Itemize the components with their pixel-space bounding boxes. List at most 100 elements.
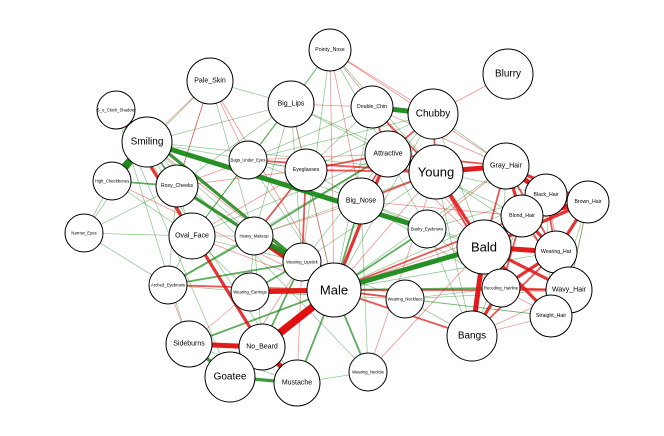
- node-double-chin: Double_Chin: [350, 85, 394, 129]
- node-circle: [284, 148, 328, 192]
- node-label: Double_Chin: [357, 104, 387, 110]
- node-label: Sideburns: [173, 341, 205, 348]
- node-circle: [482, 142, 530, 190]
- node-label: Mustache: [282, 380, 312, 387]
- node-label: Straight_Hair: [536, 313, 567, 319]
- node-circle: [350, 85, 394, 129]
- node-brown-hair: Brown_Hair: [566, 180, 610, 224]
- node-label: Bags_Under_Eyes: [231, 158, 266, 163]
- node-circle: [234, 216, 274, 256]
- node-bags-under-eyes: Bags_Under_Eyes: [228, 140, 268, 180]
- node-label: Smiling: [131, 137, 164, 148]
- node-blond-hair: Blond_Hair: [500, 194, 544, 238]
- node-circle: [408, 144, 464, 200]
- node-label: Male: [320, 283, 348, 298]
- node-mustache: Mustache: [273, 359, 321, 407]
- node-wearing-necktie: Wearing_Necktie: [348, 352, 388, 392]
- node-label: Big_Lips: [278, 101, 305, 108]
- node-heavy-makeup: Heavy_Makeup: [234, 216, 274, 256]
- edge-double_chin-bags_under_eyes: [247, 106, 373, 161]
- node-circle: [306, 262, 362, 318]
- node-circle: [482, 48, 534, 100]
- node-circle: [566, 180, 610, 224]
- node-label: Wearing_Necklace: [387, 297, 423, 302]
- node-straight-hair: Straight_Hair: [529, 294, 573, 338]
- node-circle: [456, 219, 512, 275]
- node-male: Male: [306, 262, 362, 318]
- node-circle: [186, 57, 234, 105]
- node-label: Chubby: [416, 109, 450, 120]
- node-eyeglasses: Eyeglasses: [284, 148, 328, 192]
- node-circle: [308, 28, 352, 72]
- node-narrow-eyes: Narrow_Eyes: [64, 213, 104, 253]
- node-attractive: Attractive: [364, 130, 412, 178]
- node-label: Wearing_Necktie: [352, 370, 384, 375]
- edge-arched_eyebrows-wearing_lipstick: [167, 261, 303, 286]
- node-wearing-necklace: Wearing_Necklace: [385, 279, 425, 319]
- edge-male-big_lips: [290, 103, 335, 291]
- node-chubby: Chubby: [407, 88, 459, 140]
- node-circle: [238, 323, 286, 371]
- node-wearing-earrings: Wearing_Earrings: [230, 272, 270, 312]
- node-big-nose: Big_Nose: [337, 177, 385, 225]
- edge-big_nose-pointy_nose: [329, 49, 362, 202]
- edge-blond_hair-big_nose: [360, 200, 523, 217]
- node-label: High_Cheekbones: [95, 179, 129, 184]
- node-arched-eyebrows: Arched_Eyebrows: [148, 265, 188, 305]
- node-pointy-nose: Pointy_Nose: [308, 28, 352, 72]
- node-circle: [96, 90, 136, 130]
- node-goatee: Goatee: [204, 351, 256, 403]
- node-label: Arched_Eyebrows: [151, 283, 185, 288]
- edge-smiling-bushy_eyebrows: [144, 139, 430, 232]
- node-circle: [282, 242, 322, 282]
- node-circle: [481, 268, 521, 308]
- node-label: Bushy_Eyebrows: [411, 227, 443, 232]
- node-smiling: Smiling: [121, 116, 173, 168]
- node-circle: [228, 140, 268, 180]
- node-circle: [529, 294, 573, 338]
- node-label: Blurry: [495, 69, 521, 80]
- node-circle: [168, 212, 216, 260]
- node-circle: [500, 194, 544, 238]
- node-label: Narrow_Eyes: [71, 231, 96, 236]
- node-label: Oval_Face: [175, 233, 209, 240]
- edge-pointy_nose-oval_face: [191, 49, 331, 237]
- node-wearing-lipstick: Wearing_Lipstick: [282, 242, 322, 282]
- node-wearing-hat: Wearing_Hat: [534, 230, 578, 274]
- node-5-o-clock-shadow: 5_o_Clock_Shadow: [96, 90, 136, 130]
- node-label: Pointy_Nose: [315, 47, 345, 53]
- edge-chubby-bags_under_eyes: [247, 113, 434, 161]
- node-label: Gray_Hair: [490, 163, 523, 170]
- node-label: Bangs: [458, 331, 486, 342]
- node-label: Big_Nose: [346, 198, 376, 205]
- node-oval-face: Oval_Face: [168, 212, 216, 260]
- node-circle: [407, 88, 459, 140]
- node-receding-hairline: Receding_Hairline: [481, 268, 521, 308]
- node-bald: Bald: [456, 219, 512, 275]
- node-young: Young: [408, 144, 464, 200]
- node-gray-hair: Gray_Hair: [482, 142, 530, 190]
- node-label: Young: [418, 165, 454, 180]
- node-label: Rosy_Cheeks: [161, 183, 194, 189]
- node-circle: [204, 351, 256, 403]
- node-sideburns: Sideburns: [165, 320, 213, 368]
- node-label: Bald: [471, 240, 497, 255]
- node-label: Heavy_Makeup: [239, 234, 269, 239]
- node-label: No_Beard: [246, 344, 278, 351]
- node-circle: [364, 130, 412, 178]
- node-label: Blond_Hair: [509, 213, 535, 219]
- edge-bald-wearing_necktie: [367, 246, 485, 373]
- node-circle: [92, 161, 132, 201]
- node-circle: [446, 310, 498, 362]
- node-label: 5_o_Clock_Shadow: [97, 108, 135, 113]
- node-circle: [155, 164, 199, 208]
- node-circle: [64, 213, 104, 253]
- node-label: Eyeglasses: [293, 167, 320, 173]
- node-circle: [230, 272, 270, 312]
- node-big-lips: Big_Lips: [267, 80, 315, 128]
- node-circle: [337, 177, 385, 225]
- node-label: Attractive: [373, 151, 402, 158]
- node-label: Pale_Skin: [194, 78, 226, 85]
